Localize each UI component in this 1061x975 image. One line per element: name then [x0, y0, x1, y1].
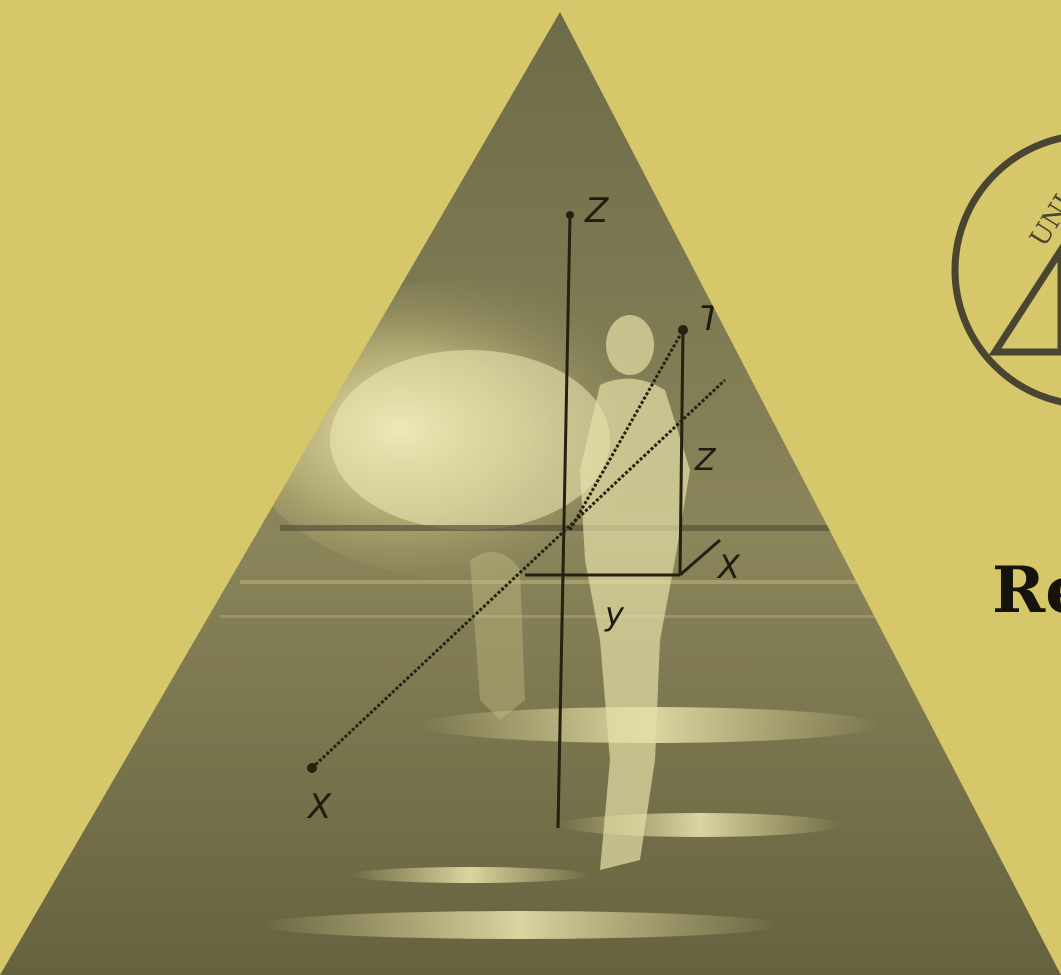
x-axis-label: X — [306, 787, 332, 827]
floor-reflection-3 — [260, 911, 780, 939]
sea-band-1 — [240, 580, 880, 584]
z-axis-label: Z — [584, 191, 609, 231]
x-secondary-label: X — [716, 548, 741, 586]
horizon-line — [280, 525, 840, 531]
t-point — [678, 325, 688, 335]
title-fragment: Re — [992, 553, 1061, 628]
x-axis-tip — [307, 763, 317, 773]
sea-band-2 — [220, 615, 900, 618]
y-axis-label: y — [604, 595, 625, 633]
z-secondary-label: Z — [694, 443, 717, 478]
floor-reflection-4 — [350, 867, 590, 883]
z-axis-tip — [566, 211, 574, 219]
floor-reflection-2 — [560, 813, 840, 837]
